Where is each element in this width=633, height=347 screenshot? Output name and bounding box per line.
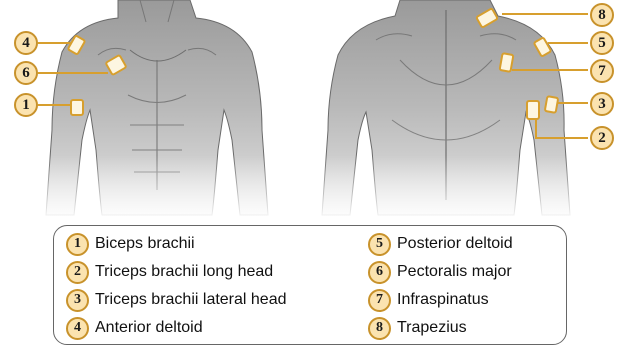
legend: 1 Biceps brachii 2 Triceps brachii long … (53, 225, 567, 345)
legend-item-5: 5 Posterior deltoid (368, 232, 513, 256)
legend-label: Triceps brachii long head (95, 263, 273, 281)
callout-badge-1: 1 (14, 93, 38, 117)
electrode-pad-2 (526, 100, 540, 120)
legend-item-2: 2 Triceps brachii long head (66, 260, 273, 284)
callout-badge-5: 5 (590, 31, 614, 55)
legend-item-7: 7 Infraspinatus (368, 288, 489, 312)
legend-item-6: 6 Pectoralis major (368, 260, 512, 284)
callout-badge-4: 4 (14, 31, 38, 55)
legend-badge: 1 (66, 233, 89, 256)
legend-badge: 6 (368, 261, 391, 284)
legend-badge: 2 (66, 261, 89, 284)
legend-item-4: 4 Anterior deltoid (66, 316, 203, 340)
callout-badge-2: 2 (590, 126, 614, 150)
legend-badge: 4 (66, 317, 89, 340)
callout-badge-8: 8 (590, 3, 614, 27)
legend-badge: 7 (368, 289, 391, 312)
legend-label: Pectoralis major (397, 263, 512, 281)
callout-badge-7: 7 (590, 59, 614, 83)
legend-label: Posterior deltoid (397, 235, 513, 253)
legend-badge: 5 (368, 233, 391, 256)
callout-badge-3: 3 (590, 92, 614, 116)
legend-badge: 8 (368, 317, 391, 340)
legend-label: Biceps brachii (95, 235, 195, 253)
callout-badge-6: 6 (14, 61, 38, 85)
legend-item-3: 3 Triceps brachii lateral head (66, 288, 287, 312)
legend-label: Anterior deltoid (95, 319, 203, 337)
legend-label: Infraspinatus (397, 291, 489, 309)
legend-label: Triceps brachii lateral head (95, 291, 287, 309)
legend-item-8: 8 Trapezius (368, 316, 467, 340)
anatomy-figure: 4 6 1 8 5 7 3 2 (0, 0, 633, 222)
electrode-pad-1 (70, 99, 84, 116)
legend-badge: 3 (66, 289, 89, 312)
legend-item-1: 1 Biceps brachii (66, 232, 195, 256)
legend-label: Trapezius (397, 319, 467, 337)
